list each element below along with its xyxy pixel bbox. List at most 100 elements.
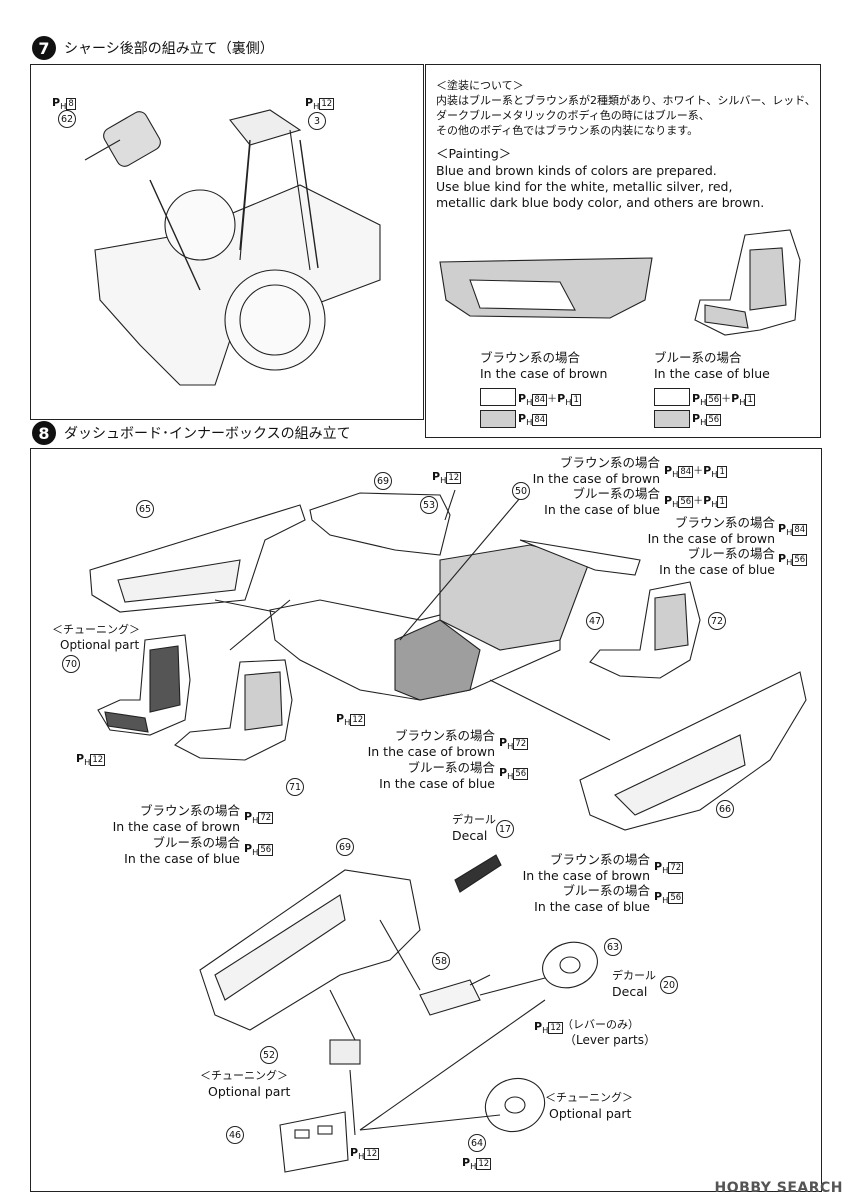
- note5-blue-en: In the case of blue: [534, 899, 650, 914]
- optional-label-jp-3: ＜チューニング＞: [545, 1091, 633, 1104]
- note1-blue-jp: ブルー系の場合: [572, 486, 660, 501]
- part-number-46: 46: [226, 1126, 244, 1144]
- painting-jp-line3: その他のボディ色ではブラウン系の内装になります。: [436, 124, 699, 137]
- optional-label-en: Optional part: [60, 638, 140, 652]
- part-number-65: 65: [136, 500, 154, 518]
- part-number-17: 17: [496, 820, 514, 838]
- step8-diagram-frame: [30, 448, 822, 1192]
- part-number-3: 3: [308, 112, 326, 130]
- lever-label-en: （Lever parts）: [564, 1033, 656, 1047]
- note3-brown-jp: ブラウン系の場合: [394, 728, 495, 743]
- blue-label-jp: ブルー系の場合: [654, 350, 742, 365]
- swatch-grey: [654, 410, 690, 428]
- part-number-58: 58: [432, 952, 450, 970]
- painting-en-line1: Blue and brown kinds of colors are prepa…: [436, 163, 717, 178]
- part-number-52: 52: [260, 1046, 278, 1064]
- painting-jp-line2: ダークブルーメタリックのボディ色の時にはブルー系、: [436, 109, 710, 122]
- note1-brown-jp: ブラウン系の場合: [559, 455, 660, 470]
- blue-label-en: In the case of blue: [654, 366, 770, 381]
- note2-blue-en: In the case of blue: [659, 562, 775, 577]
- decal-label-en: Decal: [452, 828, 488, 843]
- note5-blue-jp: ブルー系の場合: [562, 883, 650, 898]
- note2-blue-jp: ブルー系の場合: [687, 546, 775, 561]
- note2-brown-en: In the case of brown: [647, 531, 775, 546]
- swatch-grey: [480, 410, 516, 428]
- part-number-53: 53: [420, 496, 438, 514]
- optional-label-jp: ＜チューニング＞: [52, 623, 140, 636]
- decal-label-jp-2: デカール: [612, 969, 656, 982]
- step8-title-text: ダッシュボード･インナーボックスの組み立て: [64, 426, 351, 442]
- step-number-badge: 7: [32, 36, 56, 60]
- painting-en-line2: Use blue kind for the white, metallic si…: [436, 179, 733, 194]
- watermark-logo: HOBBY SEARCH: [714, 1180, 843, 1196]
- part-number-20: 20: [660, 976, 678, 994]
- painting-jp-line1: 内装はブルー系とブラウン系が2種類があり、ホワイト、シルバー、レッド、: [436, 94, 816, 107]
- part-number-70: 70: [62, 655, 80, 673]
- brown-label-jp: ブラウン系の場合: [480, 350, 581, 365]
- note2-brown-jp: ブラウン系の場合: [674, 515, 775, 530]
- painting-notes-frame: [425, 64, 821, 438]
- step7-diagram-frame: [30, 64, 424, 420]
- part-number-50: 50: [512, 482, 530, 500]
- part-number-71: 71: [286, 778, 304, 796]
- optional-label-en-2: Optional part: [208, 1084, 291, 1099]
- note5-brown-en: In the case of brown: [522, 868, 650, 883]
- note5-brown-jp: ブラウン系の場合: [549, 852, 650, 867]
- note4-brown-jp: ブラウン系の場合: [139, 803, 240, 818]
- step-number-badge: 8: [32, 421, 56, 445]
- part-number-62: 62: [58, 110, 76, 128]
- step7-title-text: シャーシ後部の組み立て（裏側）: [64, 41, 274, 57]
- part-number-63: 63: [604, 938, 622, 956]
- part-number-69: 69: [336, 838, 354, 856]
- note3-blue-jp: ブルー系の場合: [407, 760, 495, 775]
- brown-label-en: In the case of brown: [480, 366, 608, 381]
- note1-brown-en: In the case of brown: [532, 471, 660, 486]
- decal-label-jp: デカール: [452, 813, 496, 826]
- decal-label-en-2: Decal: [612, 984, 648, 999]
- step7-title: 7 シャーシ後部の組み立て（裏側）: [32, 36, 274, 60]
- part-number-66: 66: [716, 800, 734, 818]
- note3-brown-en: In the case of brown: [367, 744, 495, 759]
- note1-blue-en: In the case of blue: [544, 502, 660, 517]
- note4-brown-en: In the case of brown: [112, 819, 240, 834]
- swatch-white: [654, 388, 690, 406]
- optional-label-jp-2: ＜チューニング＞: [200, 1069, 288, 1082]
- note4-blue-jp: ブルー系の場合: [152, 835, 240, 850]
- part-number-64: 64: [468, 1134, 486, 1152]
- note4-blue-en: In the case of blue: [124, 851, 240, 866]
- optional-label-en-3: Optional part: [549, 1106, 632, 1121]
- painting-jp-heading: ＜塗装について＞: [436, 79, 524, 92]
- part-number-72: 72: [708, 612, 726, 630]
- painting-en-heading: ＜Painting＞: [436, 146, 512, 161]
- lever-label-jp: （レバーのみ）: [562, 1018, 639, 1031]
- painting-en-line3: metallic dark blue body color, and other…: [436, 195, 765, 210]
- step8-title: 8 ダッシュボード･インナーボックスの組み立て: [32, 421, 351, 445]
- part-number-69: 69: [374, 472, 392, 490]
- note3-blue-en: In the case of blue: [379, 776, 495, 791]
- swatch-white: [480, 388, 516, 406]
- part-number-47: 47: [586, 612, 604, 630]
